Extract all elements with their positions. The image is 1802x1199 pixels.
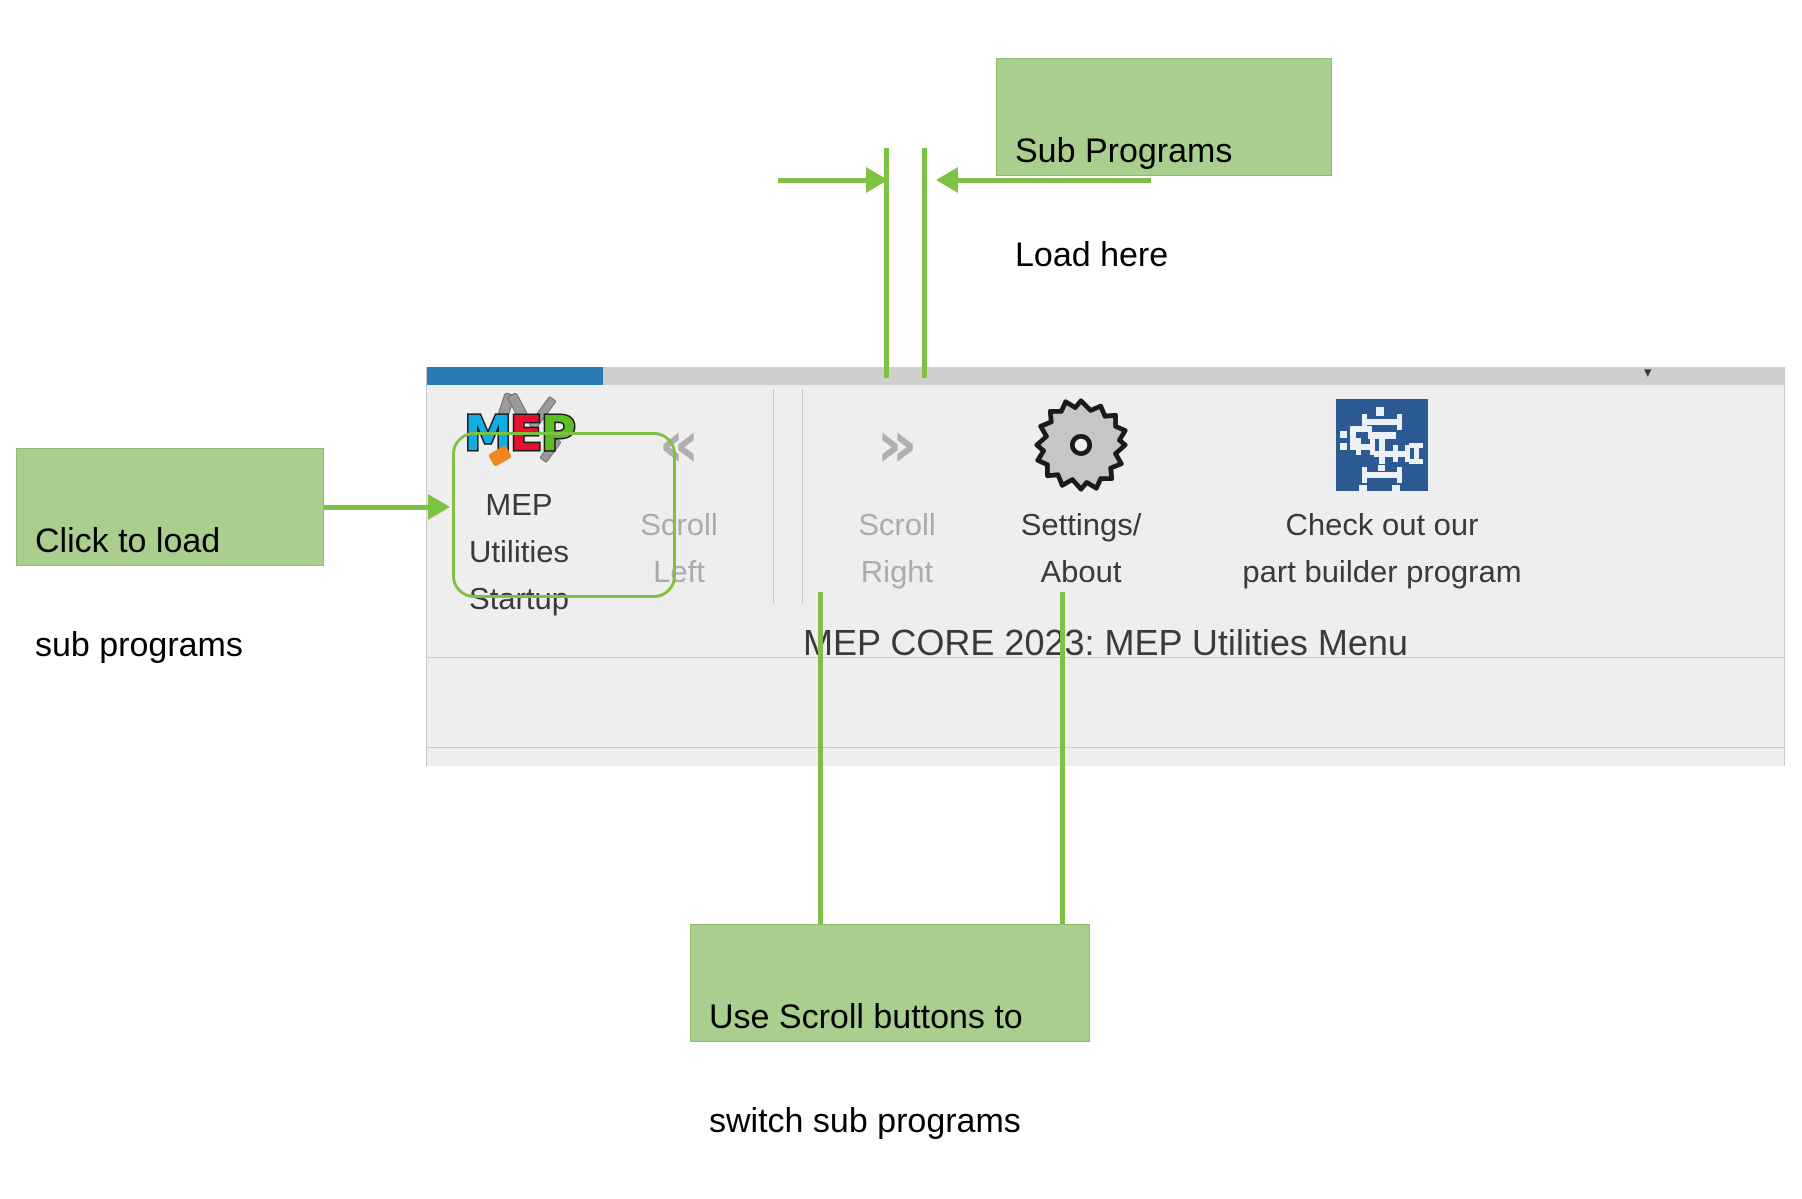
chevron-left-glyph: « (658, 408, 700, 482)
callout-line-2: sub programs (35, 626, 243, 664)
annotation-arrowhead-left (936, 167, 958, 193)
ribbon-button-part-builder-promo[interactable]: Check out our part builder program (1185, 385, 1579, 599)
annotation-guide-line-right (922, 148, 927, 378)
annotation-arrow-shaft-right (958, 178, 1151, 183)
part-builder-icon (1336, 393, 1428, 497)
titlebar-collapse-glyph-icon[interactable]: ▾ (1644, 366, 1652, 381)
callout-sub-programs-load-here: Sub Programs Load here (996, 58, 1332, 274)
annotation-pointer-scroll-left (818, 592, 823, 924)
double-chevron-left-icon: « (658, 393, 699, 497)
callout-click-to-load: Click to load sub programs (16, 448, 324, 664)
ribbon-button-scroll-left[interactable]: « Scroll Left (599, 385, 759, 599)
ribbon-separator-right (802, 389, 803, 604)
ribbon-button-settings-about[interactable]: Settings/ About (977, 385, 1185, 599)
window-titlebar: ▾ (427, 366, 1784, 385)
gear-icon-svg (1034, 398, 1128, 492)
menu-caption: MEP CORE 2023: MEP Utilities Menu (803, 622, 1408, 663)
panel-divider-top (427, 657, 1784, 658)
ribbon-separator-left (773, 389, 774, 604)
callout-line-1: Use Scroll buttons to (709, 998, 1023, 1036)
ribbon-button-label: Scroll Left (640, 507, 718, 589)
annotation-guide-line-left (884, 148, 889, 378)
annotation-pointer-scroll-right (1060, 592, 1065, 924)
callout-line-1: Sub Programs (1015, 132, 1233, 170)
callout-line-2: Load here (1015, 236, 1169, 274)
callout-line-2: switch sub programs (709, 1102, 1021, 1140)
chevron-right-glyph: » (876, 408, 918, 482)
ribbon-button-label: Check out our part builder program (1242, 507, 1522, 589)
ribbon-button-label: Settings/ About (1020, 507, 1142, 589)
annotation-arrow-shaft-click-to-load (324, 505, 434, 510)
callout-line-1: Click to load (35, 522, 221, 560)
titlebar-active-segment (427, 367, 603, 385)
callout-use-scroll-buttons: Use Scroll buttons to switch sub program… (690, 924, 1090, 1140)
double-chevron-right-icon: » (876, 393, 917, 497)
ribbon-button-label: Scroll Right (858, 507, 936, 589)
ribbon-button-scroll-right[interactable]: » Scroll Right (817, 385, 977, 599)
gear-icon (1033, 393, 1129, 497)
annotation-arrow-shaft-left (778, 178, 873, 183)
annotation-arrowhead-click-to-load (428, 494, 450, 520)
ribbon-button-label: MEP Utilities Startup (469, 487, 569, 616)
annotation-arrowhead-right (866, 167, 888, 193)
panel-divider-bottom (427, 747, 1784, 748)
